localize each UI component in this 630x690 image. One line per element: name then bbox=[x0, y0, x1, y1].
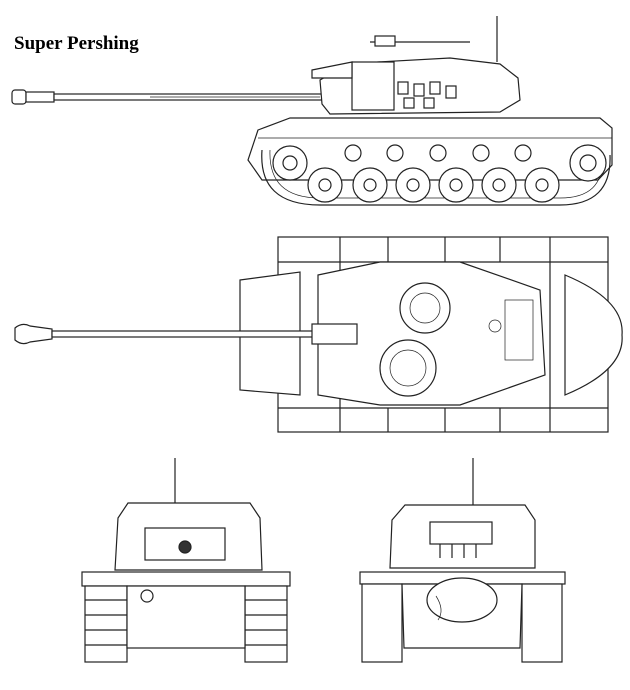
front-view bbox=[81, 458, 291, 663]
side-road-wheels bbox=[272, 144, 607, 203]
rear-right-track bbox=[521, 583, 563, 663]
top-commander-cupola bbox=[399, 282, 451, 334]
top-loader-hatch bbox=[379, 339, 437, 397]
rear-view bbox=[359, 458, 566, 663]
rear-exhaust bbox=[426, 577, 498, 623]
front-right-track bbox=[244, 585, 288, 663]
top-view bbox=[14, 236, 623, 433]
front-hull bbox=[126, 585, 246, 649]
top-turret bbox=[317, 261, 546, 406]
front-left-track bbox=[84, 585, 128, 663]
front-fenders bbox=[81, 571, 291, 587]
drawing-title: Super Pershing bbox=[14, 33, 139, 54]
side-turret bbox=[311, 16, 521, 115]
side-gun-barrel bbox=[11, 89, 325, 105]
side-hull bbox=[247, 117, 613, 181]
side-view bbox=[11, 16, 613, 206]
top-gun-barrel bbox=[14, 323, 358, 345]
rear-left-track bbox=[361, 583, 403, 663]
top-engine-deck bbox=[564, 274, 623, 396]
